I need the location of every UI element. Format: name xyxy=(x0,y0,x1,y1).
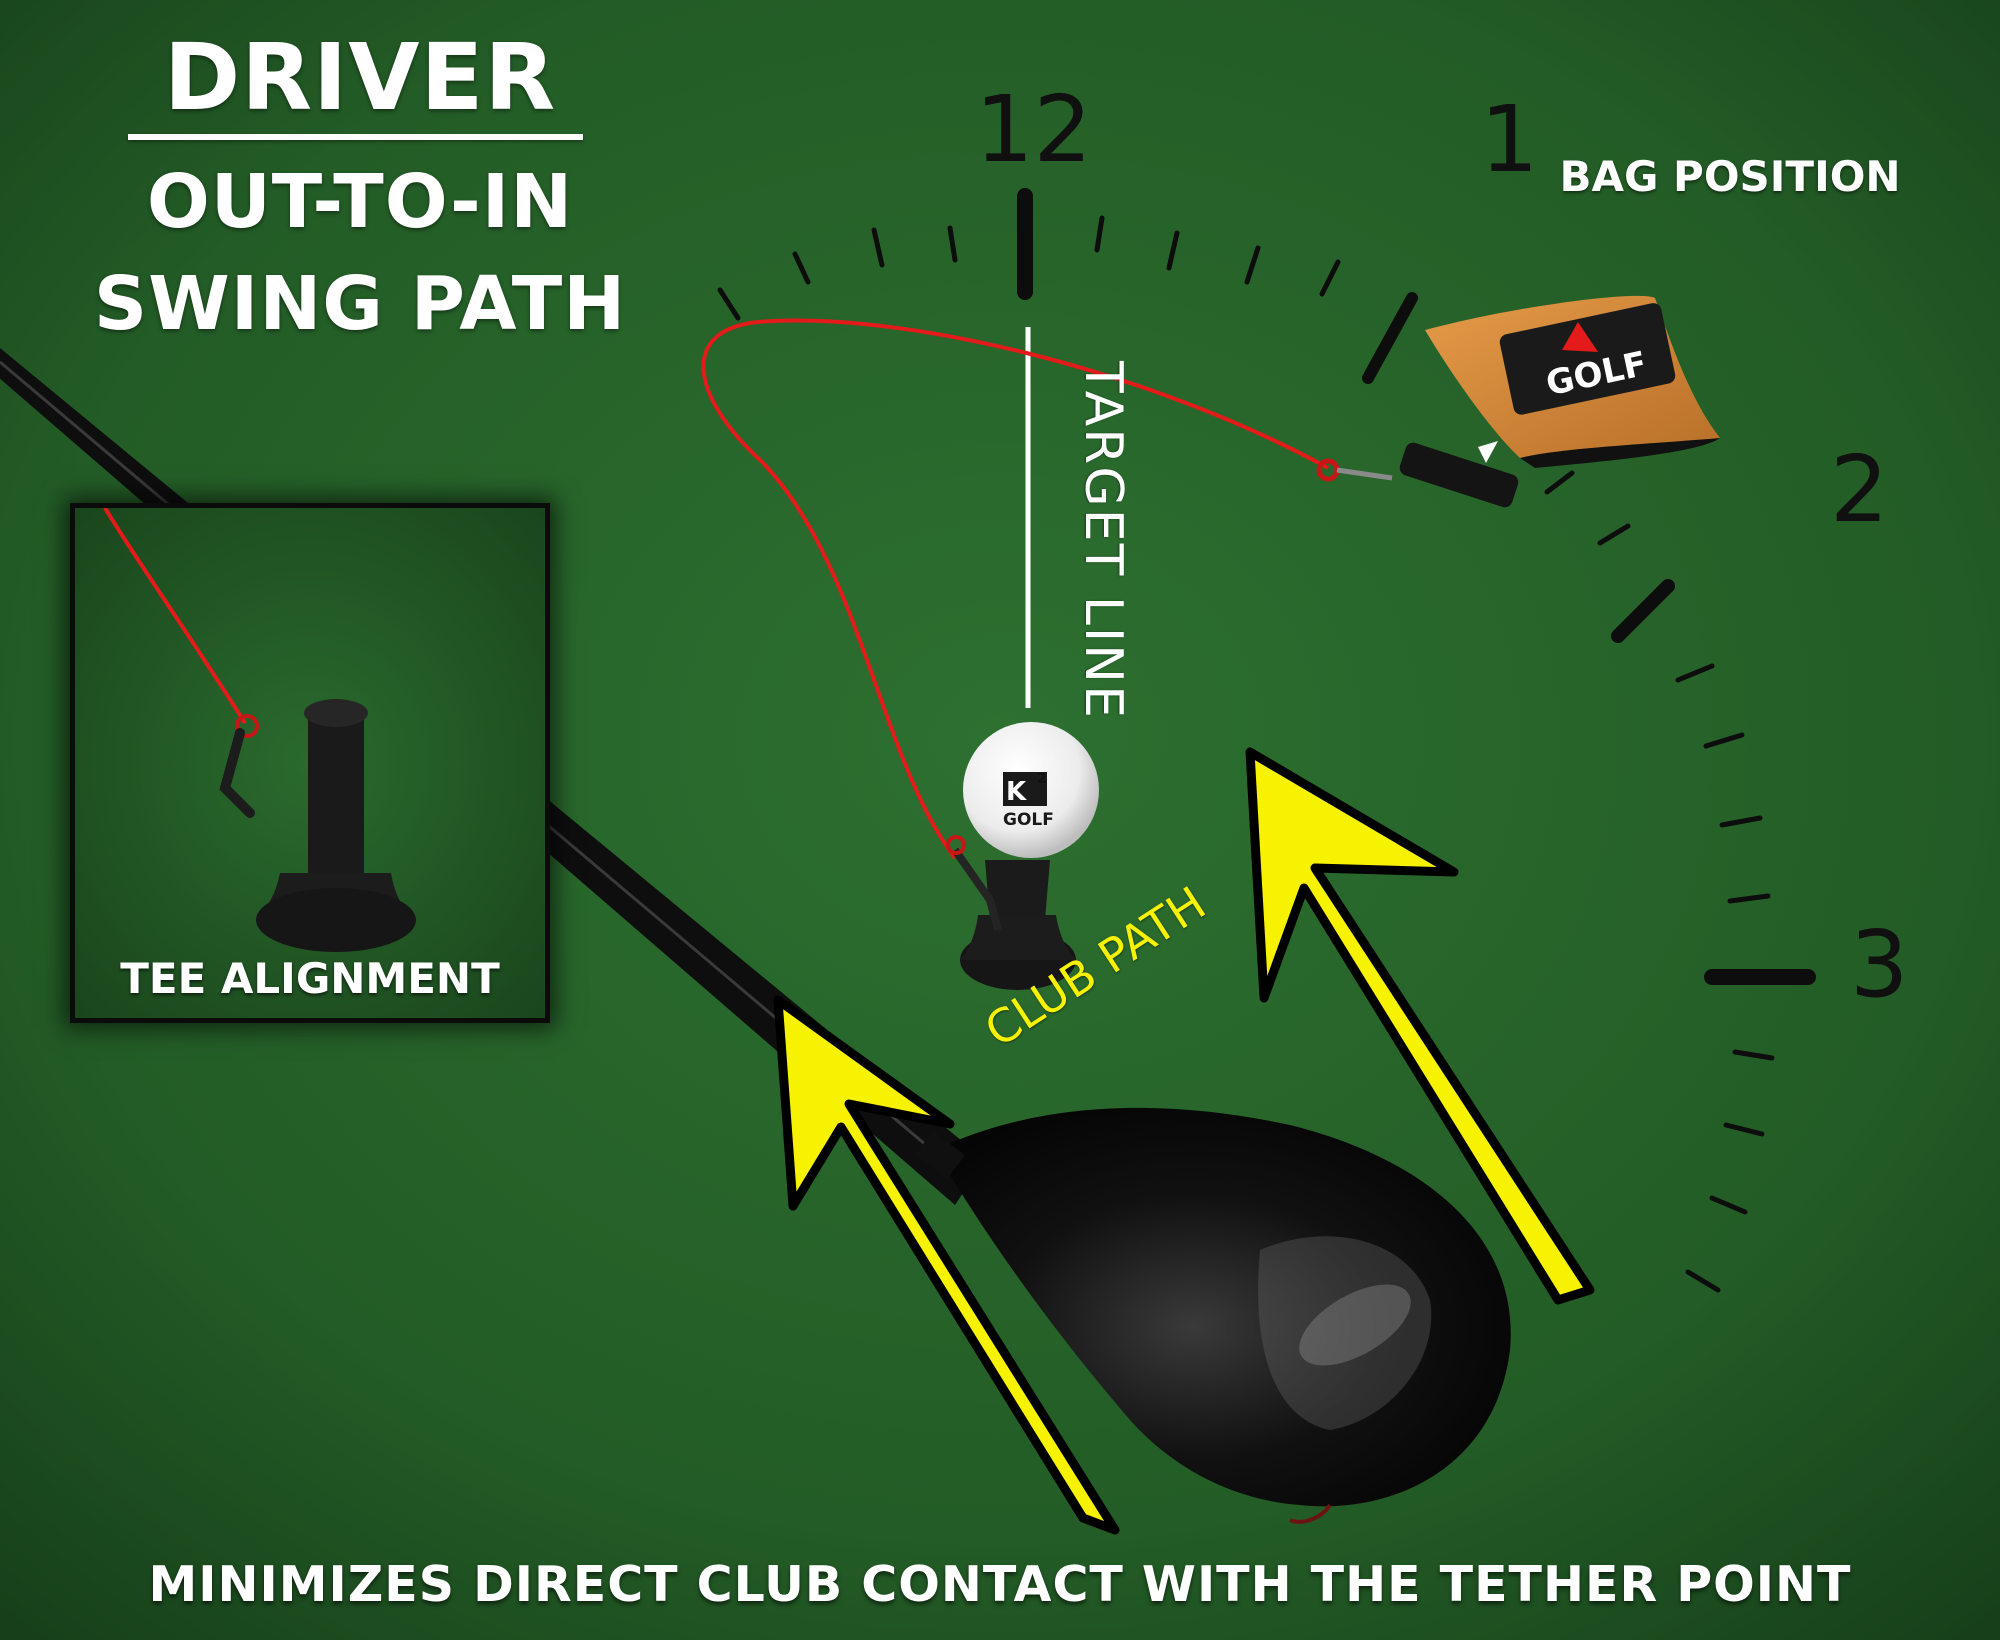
tick-minor xyxy=(871,227,885,268)
golf-ball: K 2 GOLF xyxy=(963,722,1099,858)
tick-minor xyxy=(1723,1122,1765,1137)
bag-position-label: BAG POSITION xyxy=(1559,152,1901,201)
title-underline xyxy=(128,134,583,140)
clock-number-12: 12 xyxy=(975,76,1093,183)
tick-minor xyxy=(1319,259,1341,297)
clock-number-1: 1 xyxy=(1480,86,1539,193)
tick-minor xyxy=(1675,663,1715,683)
bean-bag: GOLF xyxy=(1425,295,1720,468)
title-driver: DRIVER xyxy=(163,24,557,131)
tick-minor xyxy=(1094,215,1105,253)
tee xyxy=(960,860,1076,990)
right-arrow xyxy=(1245,747,1595,1305)
tick-minor xyxy=(1544,470,1575,495)
clock-number-3: 3 xyxy=(1850,911,1909,1018)
svg-text:K: K xyxy=(1006,777,1027,807)
tee-tether-link xyxy=(951,847,1002,932)
tick-2-major xyxy=(1611,579,1675,643)
svg-text:2: 2 xyxy=(1037,771,1047,787)
tee-alignment-photo xyxy=(75,508,545,1018)
svg-text:GOLF: GOLF xyxy=(1003,810,1054,830)
tick-minor xyxy=(1703,732,1745,749)
tick-minor xyxy=(1727,893,1771,904)
tick-minor xyxy=(792,251,811,285)
tick-minor xyxy=(1166,230,1180,271)
tick-minor xyxy=(1597,523,1631,546)
club-path-arrows xyxy=(773,747,1595,1535)
clock-number-2: 2 xyxy=(1830,436,1889,543)
tick-1-major xyxy=(1362,292,1418,384)
tether-clip xyxy=(1316,441,1519,508)
tick-minor xyxy=(717,287,741,321)
title-swing-path: SWING PATH xyxy=(93,261,627,347)
tick-minor xyxy=(1685,1269,1721,1293)
tick-minor xyxy=(1732,1049,1775,1061)
title-out-to-in: OUT-TO-IN xyxy=(146,159,574,245)
tick-minor xyxy=(1709,1195,1748,1215)
clock-dial-ticks xyxy=(717,188,1816,1293)
tee-alignment-label: TEE ALIGNMENT xyxy=(120,954,500,1003)
tee-alignment-inset: TEE ALIGNMENT xyxy=(70,503,550,1023)
tick-minor xyxy=(1244,245,1261,285)
left-arrow xyxy=(773,995,1120,1535)
target-line-label: TARGET LINE xyxy=(1073,361,1133,720)
bottom-caption: MINIMIZES DIRECT CLUB CONTACT WITH THE T… xyxy=(148,1556,1852,1613)
tether-cord xyxy=(701,318,1329,860)
tick-minor xyxy=(1719,815,1763,828)
driver-head xyxy=(915,1107,1511,1524)
tick-minor xyxy=(947,225,958,263)
